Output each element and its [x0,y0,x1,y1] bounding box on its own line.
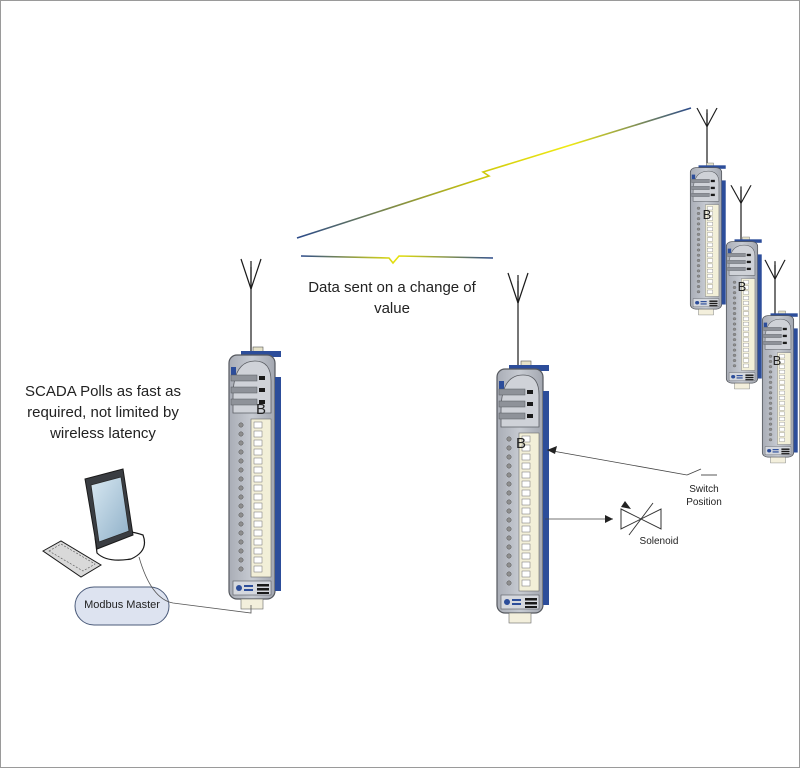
module-letter: B [737,279,747,294]
modbus-cable [138,556,252,614]
switch-input-line [546,449,688,476]
antenna-icon [507,272,529,368]
antenna-icon [696,107,718,167]
io-module-icon [689,162,727,316]
switch-position-label: Switch Position [686,484,722,508]
module-letter: B [255,401,266,418]
modbus-master-label: Modbus Master [84,599,160,611]
io-module-icon [228,346,282,610]
input-arrow-icon [547,446,557,454]
radio-link-upper [296,107,692,239]
antenna-icon [730,184,752,243]
switch-icon [686,468,717,476]
module-letter: B [772,353,782,368]
io-module-icon [761,310,799,464]
output-arrow-icon [605,515,613,523]
modbus-master-bubble [74,586,170,626]
module-letter: B [702,207,712,222]
keyboard-icon [42,540,102,578]
scada-polls-label: SCADA Polls as fast as required, not lim… [25,383,181,442]
computer-icon [84,468,146,561]
solenoid-valve-icon [620,501,662,536]
solenoid-label: Solenoid [639,536,679,547]
antenna-icon [240,258,262,354]
module-letter: B [515,435,526,452]
io-module-icon [496,360,550,624]
data-sent-label: Data sent on a change of value [308,279,476,317]
radio-link-lower [300,255,494,265]
io-module-icon [725,236,763,390]
